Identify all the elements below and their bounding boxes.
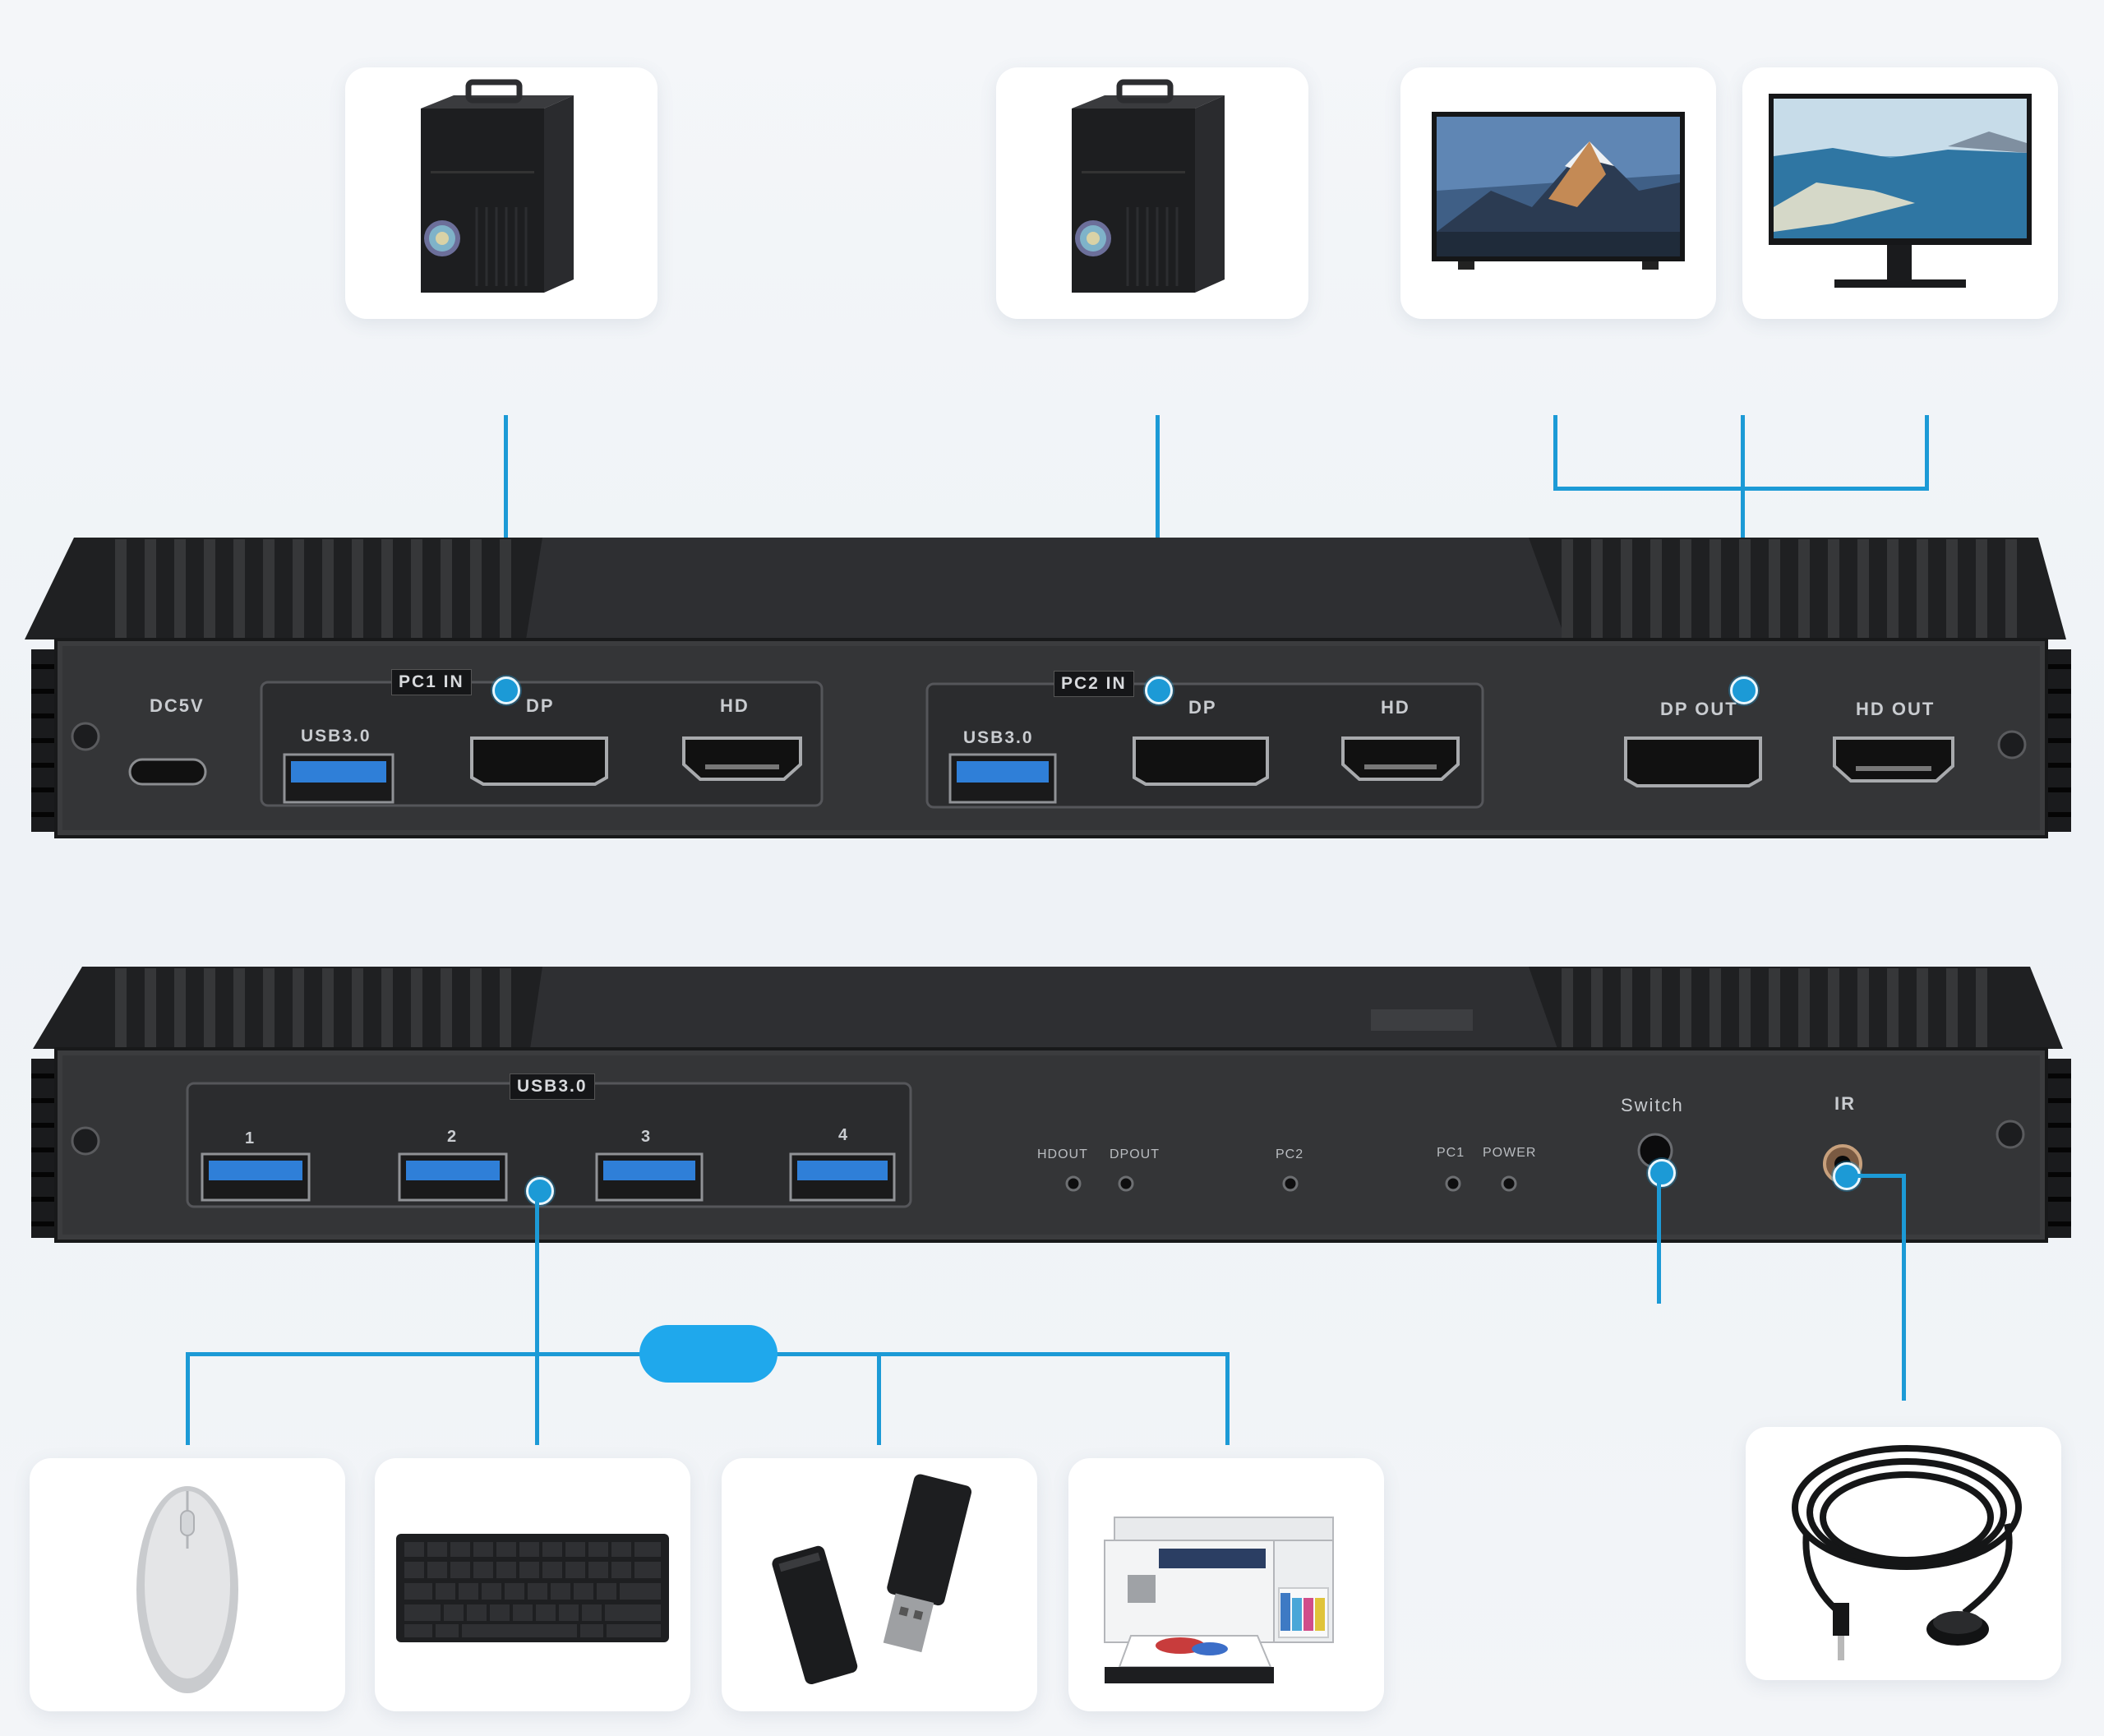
led-power-label: POWER (1483, 1146, 1537, 1160)
pc-tower-icon (421, 79, 574, 293)
pc1-hd-label: HD (720, 695, 750, 716)
usb-flash-drive-icon (772, 1474, 972, 1685)
led-pc2-label: PC2 (1276, 1147, 1304, 1161)
usb-port-4-label: 4 (838, 1126, 850, 1144)
pc-tower-icon (1072, 79, 1225, 293)
dc5v-label: DC5V (150, 695, 205, 716)
usb-drive-drop-line (877, 1352, 881, 1445)
usb30-tag: USB3.0 (510, 1073, 595, 1100)
monitor-card (1742, 67, 2058, 319)
keyboard-icon (396, 1534, 669, 1642)
kvm-rear-panel: DC5V PC1 IN USB3.0 DP HD PC2 IN USB3.0 D… (0, 534, 2104, 847)
usb-drive-card (722, 1458, 1037, 1711)
hd-out-label: HD OUT (1856, 699, 1936, 719)
printer-card (1068, 1458, 1384, 1711)
display-bracket-left (1553, 415, 1557, 491)
kvm-rear-chassis (25, 538, 2071, 838)
led-dpout-label: DPOUT (1110, 1147, 1160, 1161)
printer-drop-line (1225, 1352, 1230, 1445)
ir-cable-card (1746, 1427, 2061, 1680)
monitor-icon (1769, 94, 2032, 288)
dp-out-label: DP OUT (1660, 699, 1738, 719)
pc2-in-tag: PC2 IN (1054, 671, 1134, 697)
display-connector-dot (1730, 676, 1758, 704)
kvm-front-panel: USB3.0 1 2 3 4 HDOUT DPOUT PC2 PC1 POWER… (0, 963, 2104, 1259)
pc2-dp-label: DP (1188, 697, 1217, 718)
pc1-usb-label: USB3.0 (301, 727, 371, 746)
led-hdout-label: HDOUT (1037, 1147, 1088, 1161)
usb-port-2-label: 2 (447, 1128, 459, 1146)
usb-hub-pill (639, 1325, 777, 1383)
led-pc1-label: PC1 (1437, 1146, 1465, 1160)
pc2-connector-dot (1145, 676, 1173, 704)
ir-receiver-cable-icon (1792, 1445, 2022, 1660)
mouse-card (30, 1458, 345, 1711)
display-bracket-right (1925, 415, 1929, 491)
ir-horizontal-line (1844, 1174, 1905, 1178)
printer-icon (1104, 1517, 1334, 1683)
ir-label: IR (1834, 1093, 1856, 1114)
ir-drop-line (1902, 1174, 1906, 1401)
switch-label: Switch (1621, 1095, 1684, 1115)
tv-card (1400, 67, 1716, 319)
keyboard-card (375, 1458, 690, 1711)
usb-port-1-label: 1 (245, 1129, 256, 1147)
pc2-hd-label: HD (1381, 697, 1410, 718)
switch-connector-dot (1648, 1159, 1676, 1187)
pc1-dp-label: DP (526, 695, 555, 716)
usb-hub-drop-line (535, 1192, 539, 1445)
usb-hub-connector-dot (526, 1177, 554, 1205)
pc1-card (345, 67, 658, 319)
tv-icon (1432, 112, 1685, 270)
pc2-card (996, 67, 1308, 319)
usb-port-3-label: 3 (641, 1128, 653, 1146)
switch-drop-line (1657, 1172, 1661, 1304)
pc2-usb-label: USB3.0 (963, 728, 1034, 747)
pc1-connector-dot (492, 676, 520, 704)
pc1-in-tag: PC1 IN (391, 669, 472, 695)
mouse-drop-line (186, 1352, 190, 1445)
mouse-icon (136, 1486, 238, 1693)
kvm-front-chassis (31, 967, 2071, 1243)
